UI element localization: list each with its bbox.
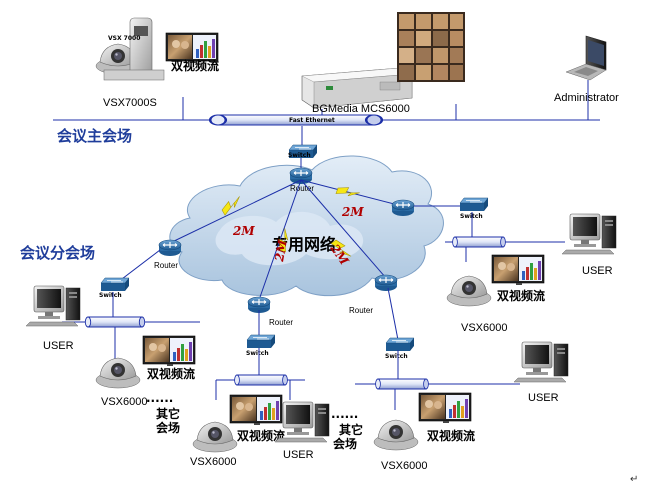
mcs6000-device (301, 67, 413, 109)
right-lower-display (418, 392, 472, 424)
left-vsx6000-label: VSX6000 (101, 396, 147, 408)
center-codec (192, 421, 238, 453)
other-dots-right: ...... (331, 407, 358, 421)
right-upper-user-label: USER (582, 265, 613, 277)
left-user-label: USER (43, 340, 74, 352)
other-right-label-1: 其它 (339, 422, 363, 437)
paragraph-mark: ↵ (630, 474, 638, 485)
right-upper-switch-label: Switch (460, 213, 483, 220)
right-lower-router-label: Router (349, 306, 373, 315)
administrator-label: Administrator (554, 92, 619, 104)
right-lower-user-label: USER (528, 392, 559, 404)
right-upper-dual-video-label: 双视频流 (497, 288, 545, 303)
right-lower-codec (373, 419, 419, 451)
other-left-label-2: 会场 (156, 420, 180, 435)
right-lower-user-pc (513, 341, 569, 383)
vsx7000s-device: VSX 7000 (95, 17, 165, 81)
center-switch-label: Switch (246, 350, 269, 357)
right-lower-switch-label: Switch (385, 353, 408, 360)
link-2m-center-1: 2M (272, 238, 290, 263)
main-venue-title: 会议主会场 (57, 127, 132, 145)
left-display (142, 335, 196, 367)
mcs6000-label: BGMedia MCS6000 (312, 103, 410, 115)
left-router-label: Router (154, 261, 178, 270)
other-right-label-2: 会场 (333, 436, 357, 451)
left-dual-video-label: 双视频流 (147, 366, 195, 381)
vsx7000s-label: VSX7000S (103, 97, 157, 109)
center-dual-video-label: 双视频流 (237, 428, 285, 443)
vsx7000-badge: VSX 7000 (108, 35, 140, 42)
left-user-pc (25, 285, 81, 327)
other-dots-left: ...... (146, 391, 173, 405)
other-left-label-1: 其它 (156, 406, 180, 421)
right-lower-dual-video-label: 双视频流 (427, 428, 475, 443)
right-upper-user-pc (561, 213, 617, 255)
right-upper-vsx6000-label: VSX6000 (461, 322, 507, 334)
link-2m-right: 2M (341, 205, 364, 219)
private-network-cloud: 专用网络 (169, 155, 444, 297)
video-wall (397, 12, 465, 82)
fast-ethernet-label: Fast Ethernet (289, 117, 335, 124)
right-upper-codec (446, 275, 492, 307)
main-dual-video-label: 双视频流 (171, 58, 219, 73)
left-codec (95, 357, 141, 389)
core-router-label: Router (290, 184, 314, 193)
center-display (229, 394, 283, 426)
center-user-label: USER (283, 449, 314, 461)
left-switch-label: Switch (99, 292, 122, 299)
center-router-label: Router (269, 318, 293, 327)
link-2m-left: 2M (232, 224, 255, 238)
center-vsx6000-label: VSX6000 (190, 456, 236, 468)
branch-venue-title: 会议分会场 (20, 244, 95, 262)
administrator-laptop (565, 35, 607, 81)
core-switch-label: Switch (288, 152, 311, 159)
right-upper-display (491, 254, 545, 286)
right-lower-vsx6000-label: VSX6000 (381, 460, 427, 472)
